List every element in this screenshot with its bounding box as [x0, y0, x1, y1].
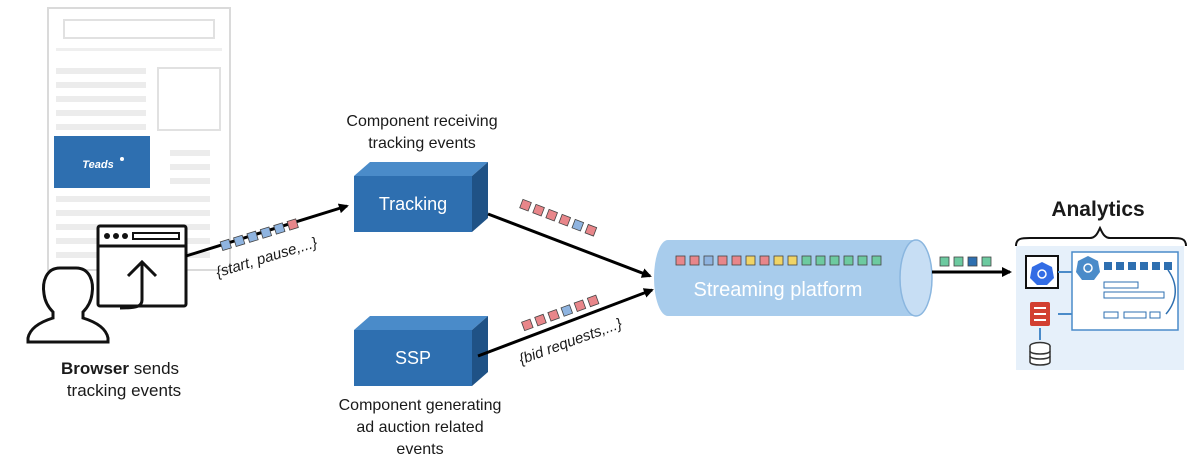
tracking-event-squares	[219, 218, 299, 252]
analytics-panel	[1016, 246, 1184, 370]
tracking-caption-line2: tracking events	[368, 135, 476, 152]
user-icon	[26, 266, 110, 344]
streaming-label: Streaming platform	[694, 279, 863, 301]
tracking-box: Tracking	[354, 162, 488, 232]
ad-logo: Teads	[82, 159, 113, 171]
arrow-tracking-to-streaming	[487, 212, 652, 278]
database-icon	[1029, 341, 1051, 366]
pipeline-steps	[1103, 262, 1172, 319]
ssp-caption-line3: events	[396, 441, 443, 458]
storage-icon	[1030, 302, 1050, 326]
ssp-box: SSP	[354, 316, 488, 386]
ssp-events-label: {bid requests,...}	[517, 315, 625, 368]
arrow-ssp-to-streaming	[477, 288, 654, 358]
browser-label: Browser sends	[61, 359, 179, 378]
browser-label-rest: sends	[129, 359, 179, 378]
analytics-input-squares	[939, 256, 992, 267]
analytics-title: Analytics	[1051, 198, 1144, 221]
tracking-caption-line1: Component receiving	[346, 113, 497, 130]
ssp-caption-line1: Component generating	[339, 397, 502, 414]
browser-label-bold: Browser	[61, 359, 129, 378]
streaming-event-queue	[675, 255, 882, 266]
upload-arrow-icon	[119, 259, 158, 310]
analytics-brace	[1015, 225, 1187, 247]
ssp-output-squares	[521, 294, 600, 332]
ad-banner	[54, 136, 150, 188]
streaming-pipe: Streaming platform	[654, 239, 933, 317]
bigquery-icon	[1076, 256, 1100, 280]
ssp-caption-line2: ad auction related	[356, 419, 483, 436]
tracking-box-label: Tracking	[379, 194, 447, 214]
browser-label-line2: tracking events	[67, 381, 181, 400]
tracking-output-squares	[519, 198, 598, 237]
ssp-box-label: SSP	[395, 348, 431, 368]
kubernetes-icon	[1025, 255, 1059, 289]
